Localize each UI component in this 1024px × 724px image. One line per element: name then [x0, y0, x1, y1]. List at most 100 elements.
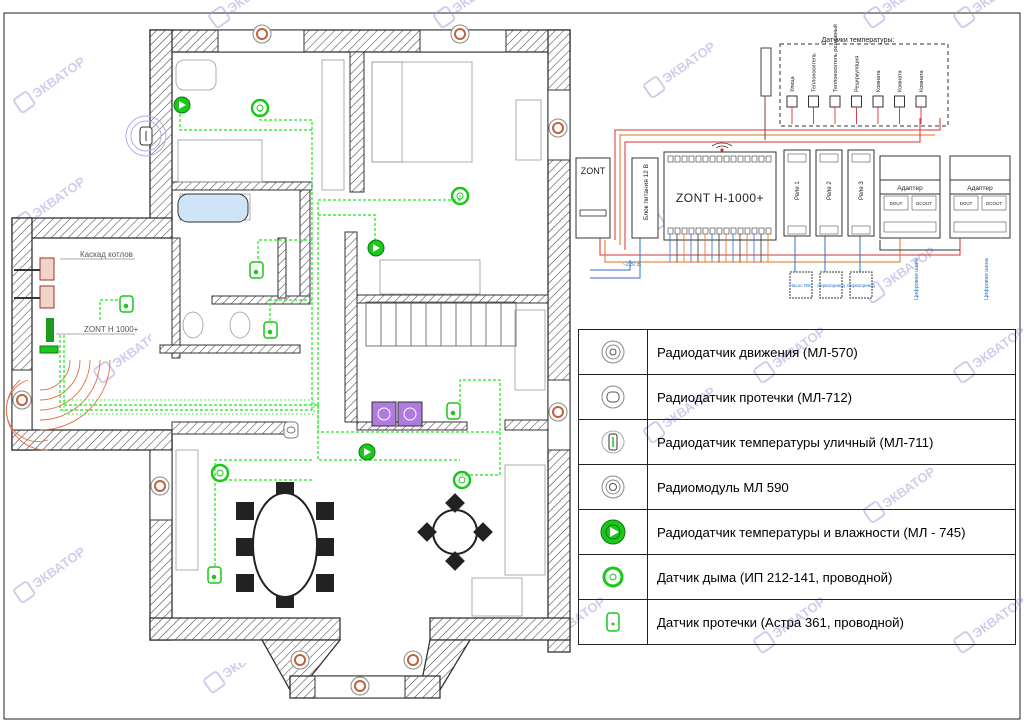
temp-sensor-2: Теплоноситель резервный	[829, 24, 841, 124]
legend-row: Радиодатчик движения (МЛ-570)	[578, 329, 1016, 375]
adapter-port-label: DCOUT	[916, 201, 932, 206]
leak-wired-sensor-icon	[249, 261, 264, 279]
leak-radio-sensor-icon	[579, 382, 647, 412]
radio-module-icon	[252, 24, 272, 44]
plan-controller-label: ZONT H 1000+	[84, 325, 139, 334]
outdoor-temp-radio-sensor-icon	[579, 427, 647, 457]
terminal	[688, 227, 695, 235]
legend-label: Радиомодуль МЛ 590	[647, 464, 1016, 510]
controlled-device-label: Сервопривод	[847, 283, 875, 288]
controlled-device-2: Сервопривод	[817, 271, 845, 299]
power-supply-box	[631, 157, 659, 239]
outdoor-sensor-probe	[760, 47, 772, 97]
dining-table	[236, 482, 334, 608]
adapter-port-label: DCOUT	[986, 201, 1002, 206]
motion-radio-sensor-icon	[579, 337, 647, 367]
temp-sensor-1: Теплоноситель	[808, 53, 819, 124]
leak-wired-sensor-icon	[119, 295, 134, 313]
terminal	[744, 155, 751, 163]
terminal	[667, 227, 674, 235]
plan-zont-controller	[39, 345, 59, 354]
terminal	[758, 227, 765, 235]
temp-humidity-radio-sensor-icon	[367, 239, 385, 257]
digital-bus-label: Цифровая шина	[984, 257, 990, 300]
terminal	[681, 155, 688, 163]
leak-radio-sensor-icon	[283, 421, 299, 439]
terminal	[695, 227, 702, 235]
controlled-device-label: Сервопривод	[817, 283, 845, 288]
relay-label: Реле 3	[859, 181, 865, 200]
terminal	[674, 155, 681, 163]
terminal	[737, 155, 744, 163]
radio-module-icon	[290, 650, 310, 670]
adapter-label: Адаптер	[967, 185, 993, 192]
schematic-wires	[590, 96, 961, 279]
controlled-device-label: Насос ГВС	[790, 283, 813, 288]
terminal	[758, 155, 765, 163]
temp-sensor-5: Комната	[894, 70, 905, 124]
terminal	[681, 227, 688, 235]
legend-label: Радиодатчик температуры уличный (МЛ-711)	[647, 419, 1016, 465]
terminal	[751, 227, 758, 235]
adapter-port-label: DOUT	[890, 201, 903, 206]
radio-module-icon	[548, 118, 568, 138]
smoke-sensors	[210, 98, 472, 490]
wiring-schematic: Датчики температуры: Улица Теплоноситель Т…	[575, 24, 1011, 300]
relay-2: Реле 2	[815, 149, 843, 237]
radio-module-icon	[12, 390, 32, 410]
temp-humidity-radio-sensor-icon	[358, 443, 376, 461]
staircase	[365, 301, 517, 347]
legend-label: Радиодатчик движения (МЛ-570)	[647, 329, 1016, 375]
radio-module-icon	[350, 676, 370, 696]
terminal	[688, 155, 695, 163]
temp-sensor-4: Комната	[872, 70, 884, 124]
terminal	[702, 155, 709, 163]
temp-sensors-header: Датчики температуры:	[822, 37, 895, 44]
radio-modules	[12, 24, 568, 696]
leak-wired-sensor-icon	[207, 566, 222, 584]
legend-row: Радиомодуль МЛ 590	[578, 464, 1016, 510]
terminal	[765, 227, 772, 235]
terminal	[716, 155, 723, 163]
zont-small-unit	[575, 157, 611, 239]
outdoor-temp-radio-sensor-icon	[125, 115, 167, 157]
terminal	[730, 227, 737, 235]
temp-sensor-label: Комната	[898, 70, 904, 92]
controlled-device-1: Насос ГВС	[789, 271, 813, 299]
boilers	[371, 401, 423, 427]
legend-row: Радиодатчик температуры уличный (МЛ-711)	[578, 419, 1016, 465]
temp-sensor-label: Теплоноситель	[812, 53, 818, 92]
terminal	[723, 155, 730, 163]
legend-icon-cell	[578, 374, 648, 420]
terminal	[674, 227, 681, 235]
legend-row: Радиодатчик температуры и влажности (МЛ …	[578, 509, 1016, 555]
temp-humidity-radio-sensor-icon	[173, 96, 191, 114]
legend-row: Датчик дыма (ИП 212-141, проводной)	[578, 554, 1016, 600]
terminal	[737, 227, 744, 235]
legend-icon-cell	[578, 554, 648, 600]
legend-icon-cell	[578, 329, 648, 375]
temp-sensor-group	[779, 43, 949, 127]
terminal	[702, 227, 709, 235]
legend-icon-cell	[578, 509, 648, 555]
terminal	[730, 155, 737, 163]
temp-sensor-label: Улица	[790, 75, 796, 92]
radio-module-icon	[150, 476, 170, 496]
radio-signal-arcs	[5, 359, 111, 451]
legend-icon-cell	[578, 419, 648, 465]
bathtub	[177, 193, 249, 223]
radio-module-icon	[579, 472, 647, 502]
radio-module-icon	[450, 24, 470, 44]
temp-sensor-label: Теплоноситель резервный	[832, 24, 839, 92]
temp-sensor-6: Комната	[915, 70, 927, 124]
radio-module-icon	[403, 650, 423, 670]
terminal	[695, 155, 702, 163]
temp-sensor-0: Улица	[786, 75, 798, 124]
leak-wired-sensor-icon	[579, 607, 647, 637]
round-table	[417, 493, 493, 571]
digital-bus-label: Цифровая шина	[914, 257, 920, 300]
zont-small-label: ZONT	[581, 166, 606, 176]
terminal	[667, 155, 674, 163]
